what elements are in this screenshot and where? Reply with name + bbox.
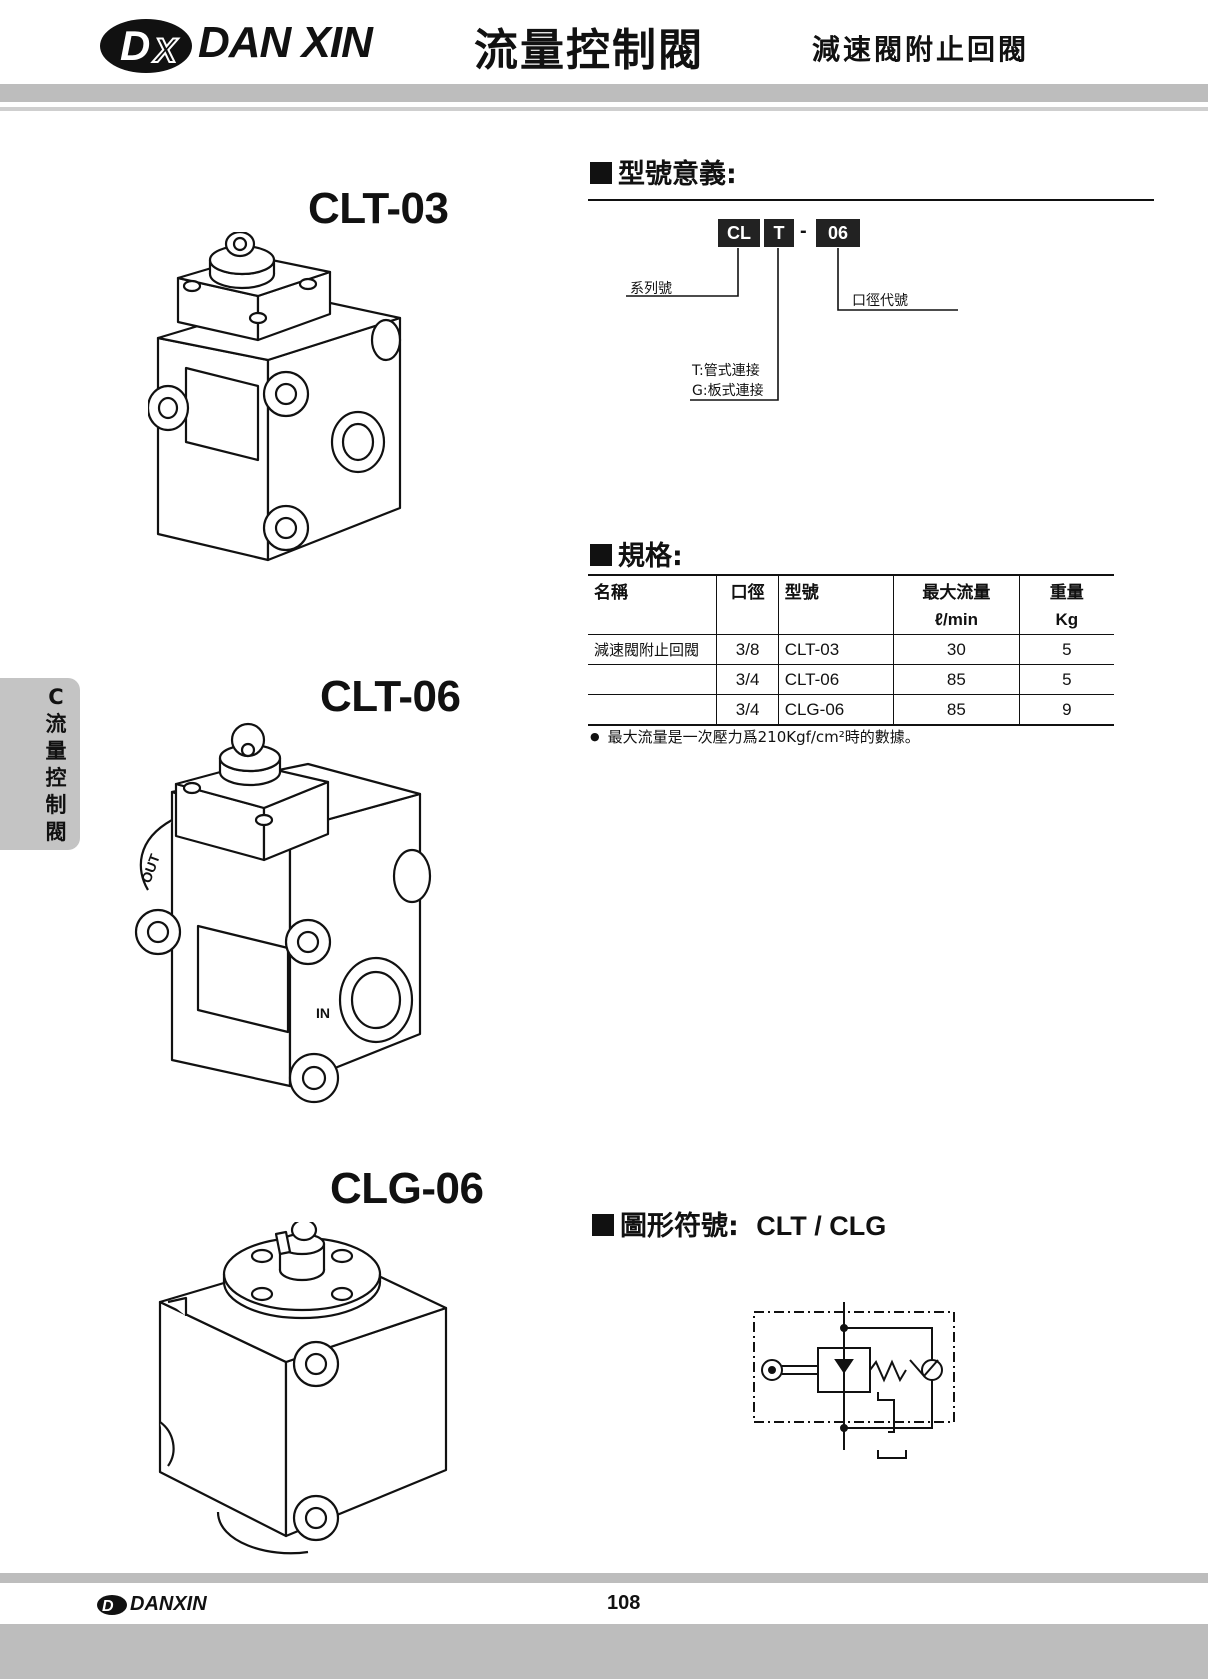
svg-text:D: D — [102, 1598, 114, 1615]
heading-square-icon — [590, 544, 612, 566]
footer-band — [0, 1624, 1208, 1679]
product-title-clg06: CLG-06 — [330, 1164, 484, 1213]
col-weight: 重量 — [1018, 575, 1114, 605]
spec-table: 名稱 口徑 型號 最大流量 重量 ℓ/min Kg 減速閥附止回閥 3/8 CL… — [588, 574, 1114, 726]
col-model: 型號 — [777, 575, 894, 605]
col-flow: 最大流量 — [893, 575, 1020, 605]
footer-brand: DANXIN — [130, 1593, 207, 1615]
col-name: 名稱 — [594, 583, 628, 602]
product-title-clt06: CLT-06 — [320, 672, 461, 721]
label-pipe-connection: T:管式連接 — [692, 363, 760, 379]
col-weight-unit: Kg — [1018, 605, 1114, 635]
in-port-label: IN — [316, 1005, 330, 1021]
code-connection-box: T — [764, 219, 794, 247]
heading-square-icon — [592, 1214, 614, 1236]
header-bar — [0, 84, 1208, 102]
clt06-valve-illustration: OUT IN — [134, 722, 432, 1104]
page-subtitle: 減速閥附止回閥 — [812, 33, 1030, 66]
symbol-heading: 圖形符號: CLT / CLG — [592, 1204, 886, 1243]
svg-text:D: D — [120, 22, 150, 69]
table-row: 3/4 CLT-06 85 5 — [588, 664, 1114, 695]
page-title: 流量控制閥 — [474, 25, 704, 76]
specs-heading: 規格: — [590, 534, 683, 573]
product-title-clt03: CLT-03 — [308, 184, 449, 233]
footer-bar — [0, 1573, 1208, 1583]
label-series: 系列號 — [630, 281, 672, 297]
spec-note: ●最大流量是一次壓力爲210Kgf/cm²時的數據。 — [590, 728, 920, 746]
hydraulic-symbol-diagram — [753, 1302, 955, 1459]
spec-unit-row: ℓ/min Kg — [588, 605, 1114, 635]
danxin-logo-small-icon: D — [97, 1595, 127, 1615]
col-flow-unit: ℓ/min — [893, 605, 1020, 635]
svg-text:X: X — [152, 32, 179, 70]
code-bore-box: 06 — [816, 219, 860, 247]
clg06-valve-illustration — [158, 1222, 448, 1555]
page-number: 108 — [607, 1592, 641, 1614]
clt03-valve-illustration — [148, 232, 402, 562]
col-port: 口徑 — [716, 575, 779, 605]
table-row: 3/4 CLG-06 85 9 — [588, 694, 1114, 725]
model-meaning-heading: 型號意義: — [590, 152, 737, 191]
symbol-models: CLT / CLG — [756, 1211, 887, 1241]
table-row: 減速閥附止回閥 3/8 CLT-03 30 5 — [588, 634, 1114, 665]
heading-rule — [588, 199, 1154, 201]
danxin-logo-icon: D X — [100, 19, 192, 73]
brand-name: DAN XIN — [198, 18, 373, 67]
section-tab — [0, 678, 80, 850]
label-plate-connection: G:板式連接 — [692, 383, 764, 399]
code-dash: - — [800, 220, 807, 242]
bullet-icon: ● — [590, 730, 600, 743]
section-tab-label: C流量控制閥 — [45, 685, 67, 844]
heading-square-icon — [590, 162, 612, 184]
code-series-box: CL — [718, 219, 760, 247]
spec-header-row: 名稱 口徑 型號 最大流量 重量 — [588, 575, 1114, 605]
label-bore: 口徑代號 — [852, 293, 908, 309]
header-divider — [0, 107, 1208, 111]
model-meaning-leader-lines — [626, 248, 958, 401]
